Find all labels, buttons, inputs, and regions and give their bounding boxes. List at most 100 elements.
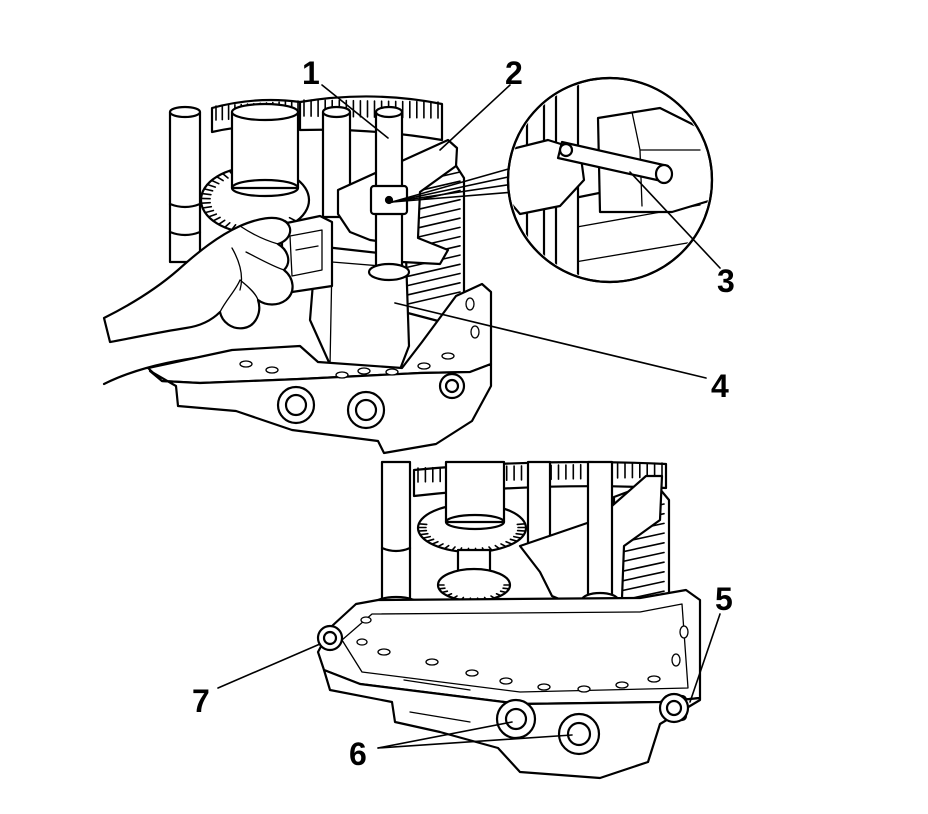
lower-small-gear [436,567,512,603]
lower-case-rib [403,679,471,723]
upper-case-plug-left-core [284,393,308,417]
upper-case-side-plug-core [444,378,460,394]
upper-left-gear-hub-base [230,178,300,198]
gear-tooth [441,590,449,594]
inset-detent-block [596,106,710,214]
lower-left-rod [380,460,412,606]
leader-5 [689,613,721,703]
lower-case-bolt-holes [356,616,689,693]
inset-frame [506,76,714,284]
inset-lock-pin-head [654,163,674,185]
gear-tooth [419,532,429,536]
gear-tooth [206,183,217,188]
gear-tooth [204,209,215,214]
gear-tooth [512,535,522,539]
lower-case-plug-left-core [504,707,528,731]
gear-tooth [494,544,501,550]
gear-tooth [516,529,527,532]
leader-3 [629,171,721,269]
gear-tooth [617,541,665,554]
upper-case-front-face [148,362,493,455]
gear-tooth [407,291,461,305]
gear-tooth [499,590,507,594]
upper-back-gear-right [298,95,444,142]
gear-tooth [446,592,453,597]
shift-shaft-top [374,105,404,119]
upper-shift-rod-top [321,105,352,119]
gear-tooth [495,592,502,597]
gear-tooth [438,587,446,590]
gear-tooth [451,546,456,552]
gear-tooth [488,546,493,552]
upper-left-gear-hub-top [230,102,300,122]
gear-tooth [617,570,665,583]
upper-assembly [102,95,493,455]
callout-2: 2 [505,55,523,91]
shift-shaft-pin-hole [384,195,394,205]
hand [102,216,294,344]
gear-tooth [515,532,525,536]
inset-pin-hole [558,142,574,158]
upper-left-gear-hub [230,110,300,190]
gear-tooth [431,540,439,545]
lower-case-rear-plug-core [322,630,338,646]
gear-tooth [221,172,229,179]
lower-main-gear-hub-base [444,513,506,531]
leader-4 [394,302,707,379]
gear-tooth [201,192,212,196]
gear-tooth [617,561,665,574]
gear-tooth [417,529,428,532]
magnification-pointer [391,167,516,203]
shift-shaft-ring [367,262,411,282]
gear-tooth [509,538,518,543]
lower-middle-shaft [526,460,552,546]
hand-finger-lines [219,225,285,313]
leader-6a [377,721,513,749]
callout-3: 3 [717,263,735,299]
interlock-bracket-slot [289,229,323,277]
inset-detail [506,76,714,284]
leader-lines [217,84,721,749]
lower-left-rod-groove [380,546,412,553]
gear-tooth [490,595,496,600]
upper-left-rod-groove [168,202,202,237]
gear-tooth [407,263,461,278]
lower-assembly [316,460,702,780]
gear-tooth [500,543,507,548]
callouts: 1 2 3 4 5 6 7 [192,55,735,772]
gear-tooth [437,543,444,548]
callout-6: 6 [349,736,367,772]
callout-4: 4 [711,368,729,404]
gear-tooth [201,205,213,209]
lower-shift-shaft [586,460,614,604]
callout-5: 5 [715,581,733,617]
gear-tooth [505,540,513,545]
upper-case-bolt-holes [239,297,480,379]
upper-left-rod [168,110,202,264]
gear-tooth [443,544,450,550]
gear-tooth [617,551,665,564]
gear-tooth [212,216,221,222]
gear-tooth [200,201,211,204]
lower-case-inner-rim [341,603,689,693]
callout-1: 1 [302,55,320,91]
gear-tooth [215,175,224,182]
callout-7: 7 [192,683,210,719]
lower-case-plug-right-core [566,721,592,747]
lower-main-gear-hub [444,460,506,524]
leader-6b [377,734,573,749]
lower-case-side-plug-core [665,699,683,717]
upper-left-rod-top [168,105,202,119]
gear-tooth [417,522,428,526]
gear-tooth [210,179,220,185]
gear-tooth [407,281,461,296]
leader-7 [217,643,321,689]
gear-tooth [426,538,435,543]
gear-tooth [203,188,214,192]
gear-tooth [502,587,510,590]
leader-2 [439,84,511,151]
gear-tooth [407,272,461,287]
gear-tooth [516,522,527,526]
gear-tooth [217,219,226,226]
